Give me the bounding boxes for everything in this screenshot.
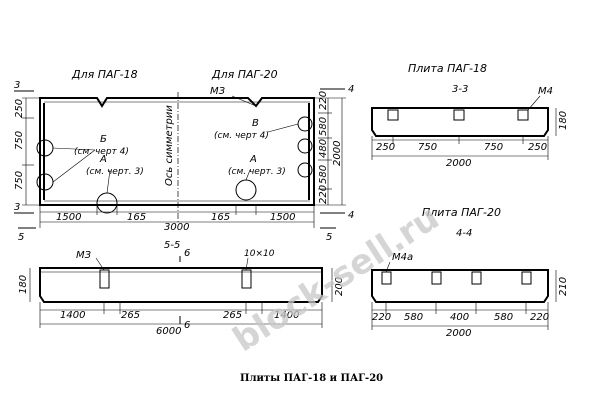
section44-hole-3 bbox=[471, 271, 482, 285]
section44-hole-2 bbox=[431, 271, 442, 285]
section33-m4-leader bbox=[527, 95, 541, 111]
section-3-3 bbox=[371, 95, 557, 160]
dim-750-b: 750 bbox=[14, 171, 25, 190]
symmetry-axis-label: Ось симметрии bbox=[164, 105, 175, 186]
section55-outline bbox=[39, 267, 323, 303]
label-a-letter: А bbox=[99, 154, 107, 165]
leader-b bbox=[52, 147, 96, 151]
section55-dim-1: 265 bbox=[121, 310, 140, 321]
label-m3-plan: МЗ bbox=[210, 86, 226, 97]
label-v-letter: В bbox=[252, 118, 259, 129]
section33-hole-3 bbox=[517, 109, 529, 121]
label-a2-ref: (см. черт. 3) bbox=[228, 167, 286, 177]
section33-dim-3: 250 bbox=[528, 142, 547, 153]
section44-outline bbox=[371, 269, 549, 303]
label-for-pag20: Для ПАГ-20 bbox=[211, 68, 278, 81]
leader-a bbox=[106, 169, 111, 194]
section33-outline bbox=[371, 107, 549, 137]
loop-circle-v2 bbox=[297, 138, 313, 154]
dim-165-right: 165 bbox=[211, 212, 230, 223]
section44-dim-4: 220 bbox=[530, 312, 549, 323]
section55-insert-1 bbox=[99, 269, 110, 289]
section55-dim-2: 265 bbox=[223, 310, 242, 321]
label-a2-letter: А bbox=[249, 154, 257, 165]
dim-580-b: 580 bbox=[318, 165, 329, 184]
dim-580-a: 580 bbox=[318, 117, 329, 136]
section33-dim-1: 750 bbox=[418, 142, 437, 153]
leader-a2 bbox=[245, 169, 251, 181]
dim-480: 480 bbox=[318, 139, 329, 158]
section44-hole-1 bbox=[381, 271, 392, 285]
section44-sub: 4-4 bbox=[456, 228, 472, 239]
section44-dim-3: 580 bbox=[494, 312, 513, 323]
section-5-5 bbox=[29, 256, 333, 328]
section33-sub: 3-3 bbox=[452, 84, 468, 95]
section44-height: 210 bbox=[558, 277, 569, 296]
section33-dim-2: 750 bbox=[484, 142, 503, 153]
section44-m4a-leader bbox=[385, 261, 391, 273]
section55-cut6-top: 6 bbox=[184, 248, 190, 259]
section44-hole-4 bbox=[521, 271, 532, 285]
section44-title: Плита ПАГ-20 bbox=[422, 206, 501, 219]
section44-total: 2000 bbox=[446, 328, 471, 339]
dim-3000: 3000 bbox=[164, 222, 189, 233]
section55-m3-leader bbox=[95, 257, 105, 271]
section55-note-leader bbox=[245, 257, 249, 271]
section55-cut6-bottom: 6 bbox=[184, 320, 190, 331]
dim-165-left: 165 bbox=[127, 212, 146, 223]
label-for-pag18: Для ПАГ-18 bbox=[71, 68, 138, 81]
leader-m3 bbox=[231, 95, 257, 107]
section44-dim-0: 220 bbox=[372, 312, 391, 323]
section33-m4: М4 bbox=[538, 86, 553, 97]
section-4-4 bbox=[371, 261, 557, 330]
dim-750-a: 750 bbox=[14, 131, 25, 150]
figure-caption: Плиты ПАГ-18 и ПАГ-20 bbox=[240, 373, 383, 384]
label-b-letter: Б bbox=[100, 134, 107, 145]
section-3-bottom: 3 bbox=[14, 202, 20, 213]
section-5-right: 5 bbox=[326, 232, 332, 243]
section44-dim-2: 400 bbox=[450, 312, 469, 323]
section33-hole-1 bbox=[387, 109, 399, 121]
leader-v bbox=[267, 123, 299, 133]
section33-title: Плита ПАГ-18 bbox=[408, 62, 487, 75]
section55-sub: 5-5 bbox=[164, 240, 180, 251]
section55-dim-0: 1400 bbox=[60, 310, 85, 321]
label-b-ref: (см. черт 4) bbox=[74, 147, 129, 157]
label-a-ref: (см. черт. 3) bbox=[86, 167, 144, 177]
label-v-ref: (см. черт 4) bbox=[214, 131, 269, 141]
dim-250-left: 250 bbox=[14, 99, 25, 118]
section33-total: 2000 bbox=[446, 158, 471, 169]
section55-dim-3: 1400 bbox=[274, 310, 299, 321]
section-4-bottom: 4 bbox=[348, 210, 354, 221]
section55-total: 6000 bbox=[156, 326, 181, 337]
section33-dim-0: 250 bbox=[376, 142, 395, 153]
section55-note: 10×10 bbox=[244, 249, 275, 259]
loop-circle-a1 bbox=[96, 192, 118, 214]
section-4-top: 4 bbox=[348, 84, 354, 95]
section55-insert-2 bbox=[241, 269, 252, 289]
dim-220-top: 220 bbox=[318, 91, 329, 110]
leader-b2 bbox=[52, 149, 96, 183]
loop-circle-v3 bbox=[297, 162, 313, 178]
section33-hole-2 bbox=[453, 109, 465, 121]
section-3-top: 3 bbox=[14, 80, 20, 91]
dim-1500-left: 1500 bbox=[56, 212, 81, 223]
loop-circle-a2 bbox=[235, 179, 257, 201]
section-5-left: 5 bbox=[18, 232, 24, 243]
section55-h-left: 180 bbox=[18, 275, 29, 294]
plan-view bbox=[14, 88, 346, 229]
dim-1500-right: 1500 bbox=[270, 212, 295, 223]
dim-220-bot: 220 bbox=[318, 185, 329, 204]
section55-h-right: 200 bbox=[334, 277, 345, 296]
section44-dim-1: 580 bbox=[404, 312, 423, 323]
section44-m4a: М4а bbox=[392, 252, 413, 263]
section33-height: 180 bbox=[558, 111, 569, 130]
dim-2000-right: 2000 bbox=[332, 141, 343, 166]
section55-m3: МЗ bbox=[76, 250, 92, 261]
